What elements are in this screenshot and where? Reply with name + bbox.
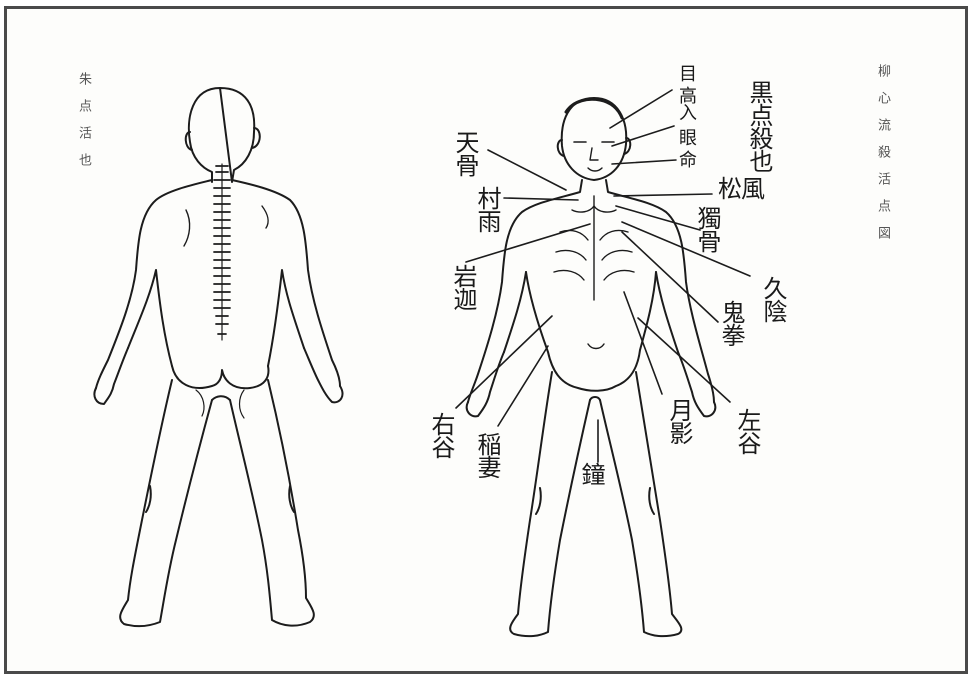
label-mei: 命 — [676, 150, 696, 167]
label-takairi: 高入 — [676, 86, 696, 120]
label-sakoku: 左谷 — [734, 408, 760, 454]
label-me: 目 — [676, 64, 696, 81]
label-kyuin: 久陰 — [760, 276, 786, 322]
label-ganka: 岩迦 — [450, 264, 476, 310]
label-matsukaze: 松風 — [718, 176, 764, 202]
label-gan: 眼 — [676, 128, 696, 145]
label-kiken: 鬼拳 — [718, 300, 744, 346]
label-kane: 鐘 — [578, 462, 604, 485]
front-view-figure — [467, 98, 716, 636]
label-tenkotsu: 天骨 — [452, 130, 478, 176]
label-inazuma: 稲妻 — [474, 432, 500, 478]
label-dokkotsu: 獨骨 — [694, 206, 720, 252]
back-view-figure — [94, 88, 342, 626]
label-sonu: 村雨 — [474, 186, 500, 232]
label-tsukikage: 月影 — [666, 398, 692, 444]
label-kokuten: 黒点殺也 — [746, 80, 772, 172]
pointer-lines — [456, 90, 750, 462]
label-ukoku: 右谷 — [428, 412, 454, 458]
